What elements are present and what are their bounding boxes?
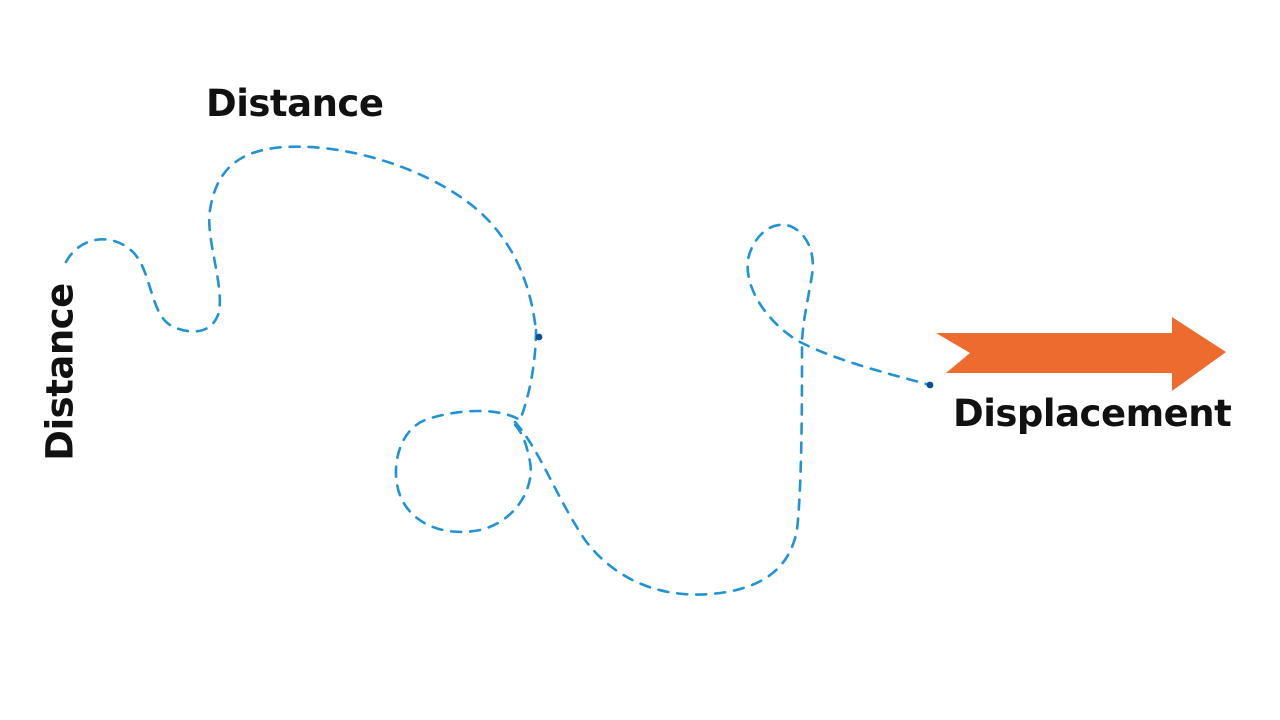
end-point bbox=[926, 381, 934, 389]
distance-label-top: Distance bbox=[206, 82, 384, 125]
distance-path-continued bbox=[394, 328, 538, 534]
displacement-arrow-icon bbox=[936, 317, 1226, 391]
distance-label-side: Distance bbox=[38, 283, 82, 461]
start-point bbox=[535, 333, 543, 341]
distance-path bbox=[64, 145, 538, 333]
displacement-label: Displacement bbox=[953, 392, 1232, 435]
distance-path-lower bbox=[513, 223, 932, 596]
